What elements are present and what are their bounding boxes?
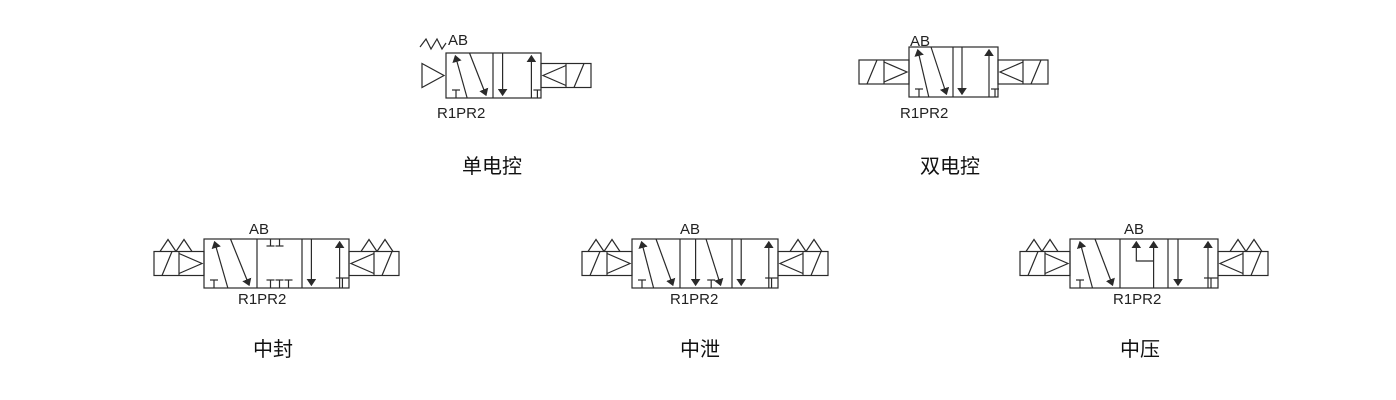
bottom-ports-label: R1PR2 (1113, 291, 1161, 308)
valve-body (631, 238, 779, 289)
valve-symbol-single: AB R1PR2 单电控 (419, 32, 592, 178)
top-ports-label: AB (680, 221, 700, 238)
pilot-triangle-icon (421, 62, 446, 89)
top-ports-label: AB (448, 32, 468, 49)
valve-symbol-closed-center: AB R1PR2 中封 (153, 221, 400, 361)
top-ports-label: AB (910, 33, 930, 50)
spring-icon (419, 37, 447, 51)
bottom-ports-label: R1PR2 (670, 291, 718, 308)
valve-caption: 单电控 (462, 154, 522, 178)
bottom-ports-label: R1PR2 (900, 105, 948, 122)
valve-symbol-double: AB R1PR2 双电控 (858, 33, 1049, 178)
valve-caption: 中泄 (680, 337, 720, 361)
valve-symbol-pressure-center: AB R1PR2 中压 (1019, 221, 1269, 361)
valve-caption: 中压 (1120, 337, 1160, 361)
top-ports-label: AB (249, 221, 269, 238)
valve-caption: 双电控 (920, 154, 980, 178)
valve-symbol-exhaust-center: AB R1PR2 中泄 (581, 221, 829, 361)
bottom-ports-label: R1PR2 (238, 291, 286, 308)
valve-body (1069, 238, 1219, 289)
valve-caption: 中封 (253, 337, 293, 361)
bottom-ports-label: R1PR2 (437, 105, 485, 122)
top-ports-label: AB (1124, 221, 1144, 238)
